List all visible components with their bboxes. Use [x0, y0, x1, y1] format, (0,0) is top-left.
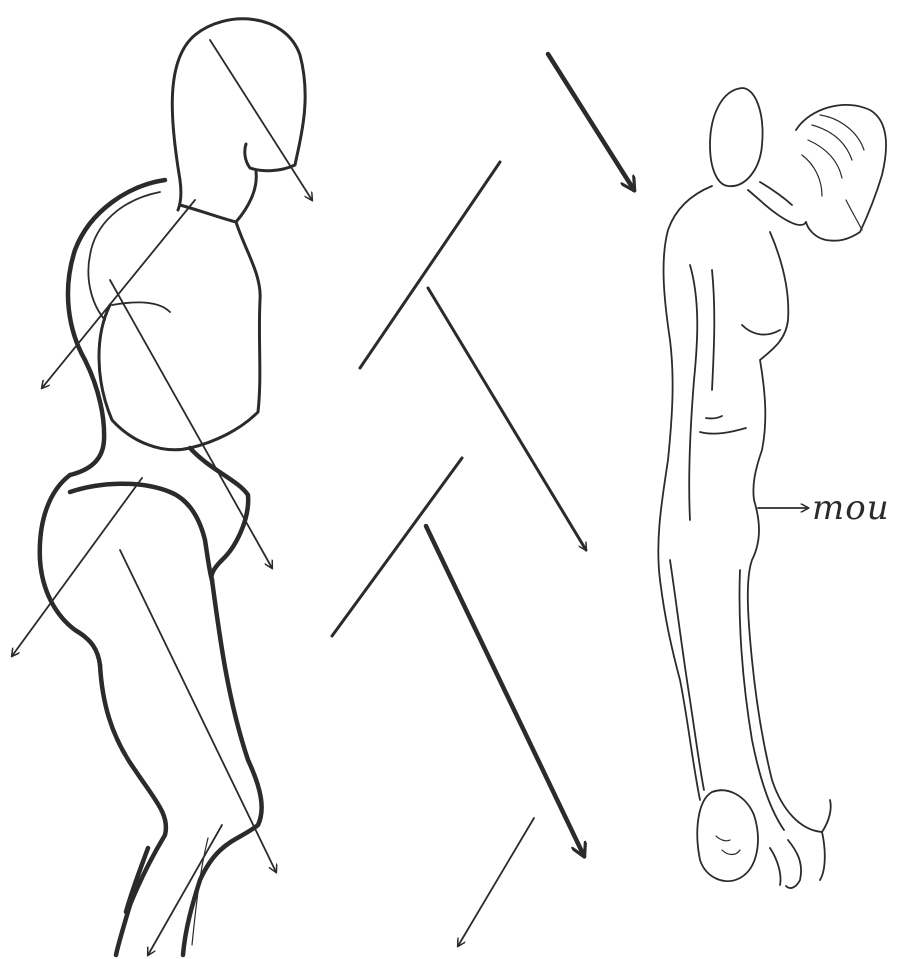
outline-belly-fold: [700, 416, 746, 434]
outline-hand-detail: [716, 836, 740, 855]
central-diagonal-2: [332, 458, 462, 636]
schematic-belly: [190, 448, 248, 580]
central-arrow-3: [458, 818, 534, 946]
schematic-shoulder-line: [112, 302, 170, 312]
leg-axis-arrow: [120, 550, 276, 872]
schematic-thorax: [99, 205, 260, 450]
thorax-axis-arrow: [110, 280, 272, 568]
schematic-back-contour: [68, 180, 165, 475]
outline-leg-line: [740, 570, 785, 830]
outline-front: [748, 232, 831, 832]
schematic-figure: [40, 19, 305, 955]
schematic-force-arrows: [12, 40, 312, 955]
outline-ghost-head: [710, 88, 763, 186]
central-arrow-pattern: [332, 54, 634, 946]
outline-feet: [770, 832, 825, 888]
central-arrow-1: [428, 288, 586, 550]
central-arrow-2: [426, 526, 584, 856]
schematic-pelvis: [40, 475, 212, 665]
annotation-label: mou: [812, 488, 890, 528]
outline-chest: [742, 325, 780, 335]
outline-hand: [697, 790, 758, 881]
outline-neck: [748, 182, 806, 225]
schematic-front-leg: [183, 580, 262, 955]
head-axis-arrow: [210, 40, 312, 200]
top-arrow: [548, 54, 634, 190]
outline-rear-leg: [670, 560, 704, 790]
schematic-calf-shade: [126, 848, 148, 912]
schematic-head: [172, 19, 305, 180]
outline-back: [658, 186, 712, 800]
outline-hair-strands: [802, 115, 864, 230]
schematic-neck: [178, 172, 256, 222]
outline-arm: [689, 265, 714, 520]
schematic-back-leg: [100, 665, 166, 955]
central-diagonal-1: [360, 162, 500, 368]
